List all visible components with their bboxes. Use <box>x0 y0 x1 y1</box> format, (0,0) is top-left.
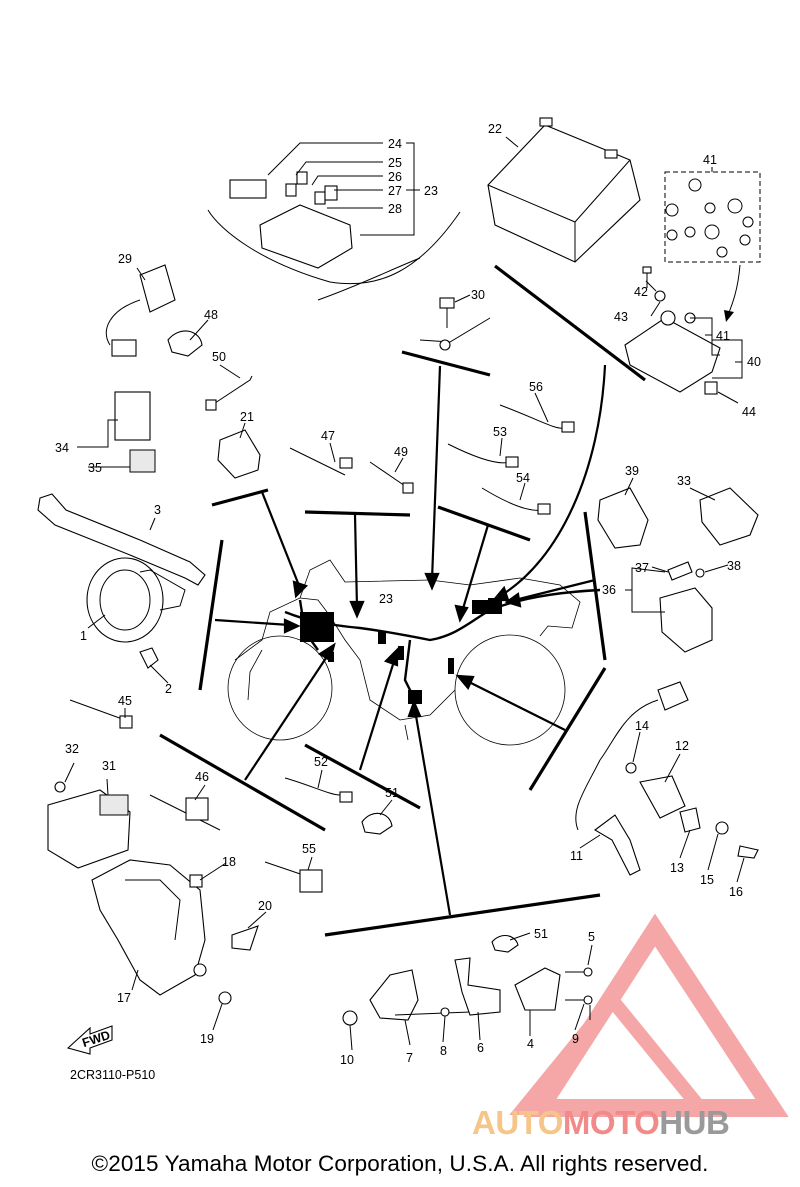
callout-35: 35 <box>88 461 102 475</box>
watermark-brand-moto: MOTO <box>562 1104 660 1141</box>
callout-34: 34 <box>55 441 69 455</box>
callout-29: 29 <box>118 252 132 266</box>
callout-17: 17 <box>117 991 131 1005</box>
callout-42: 42 <box>634 285 648 299</box>
callout-32: 32 <box>65 742 79 756</box>
callout-19: 19 <box>200 1032 214 1046</box>
callout-36: 36 <box>602 583 616 597</box>
callout-47: 47 <box>321 429 335 443</box>
callout-15: 15 <box>700 873 714 887</box>
callout-25: 25 <box>388 156 402 170</box>
pointer-arrows <box>214 364 607 916</box>
callout-37: 37 <box>635 561 649 575</box>
watermark-logo <box>509 913 789 1117</box>
callout-53: 53 <box>493 425 507 439</box>
callout-51a: 51 <box>385 786 399 800</box>
callout-41a: 41 <box>703 153 717 167</box>
callout-21: 21 <box>240 410 254 424</box>
callout-7: 7 <box>406 1051 413 1065</box>
callout-28: 28 <box>388 202 402 216</box>
callout-56: 56 <box>529 380 543 394</box>
callout-16: 16 <box>729 885 743 899</box>
callout-52: 52 <box>314 755 328 769</box>
callout-1: 1 <box>80 629 87 643</box>
callout-30: 30 <box>471 288 485 302</box>
callout-20: 20 <box>258 899 272 913</box>
callout-3: 3 <box>154 503 161 517</box>
callout-40: 40 <box>747 355 761 369</box>
callout-11: 11 <box>570 849 583 863</box>
main-harness <box>284 588 601 704</box>
callout-13: 13 <box>670 861 684 875</box>
group-brackets <box>159 264 646 937</box>
callout-43: 43 <box>614 310 628 324</box>
callout-4: 4 <box>527 1037 534 1051</box>
callout-50: 50 <box>212 350 226 364</box>
callout-labels: 1 2 3 4 5 6 7 8 9 10 11 12 13 14 15 16 1… <box>55 122 761 1067</box>
callout-23b: 23 <box>379 592 393 606</box>
callout-44: 44 <box>742 405 756 419</box>
callout-45: 45 <box>118 694 132 708</box>
watermark-brand: AUTOMOTOHUB <box>472 1104 730 1142</box>
callout-6: 6 <box>477 1041 484 1055</box>
callout-14: 14 <box>635 719 649 733</box>
copyright-notice: ©2015 Yamaha Motor Corporation, U.S.A. A… <box>91 1151 709 1176</box>
callout-12: 12 <box>675 739 689 753</box>
callout-39: 39 <box>625 464 639 478</box>
callout-26: 26 <box>388 170 402 184</box>
callout-24: 24 <box>388 137 402 151</box>
callout-10: 10 <box>340 1053 354 1067</box>
watermark-brand-hub: HUB <box>659 1104 730 1141</box>
part-code: 2CR3110-P510 <box>70 1068 156 1082</box>
fwd-label: FWD <box>81 1028 112 1050</box>
callout-49: 49 <box>394 445 408 459</box>
callout-33: 33 <box>677 474 691 488</box>
callout-55: 55 <box>302 842 316 856</box>
callout-23a: 23 <box>424 184 438 198</box>
callout-46: 46 <box>195 770 209 784</box>
callout-38: 38 <box>727 559 741 573</box>
callout-5: 5 <box>588 930 595 944</box>
callout-2: 2 <box>165 682 172 696</box>
callout-51b: 51 <box>534 927 548 941</box>
callout-22: 22 <box>488 122 502 136</box>
callout-18: 18 <box>222 855 236 869</box>
callout-27: 27 <box>388 184 402 198</box>
callout-41b: 41 <box>716 329 730 343</box>
callout-8: 8 <box>440 1044 447 1058</box>
callout-31: 31 <box>102 759 116 773</box>
leader-lines <box>64 136 745 1051</box>
callout-48: 48 <box>204 308 218 322</box>
callout-9: 9 <box>572 1032 579 1046</box>
parts <box>37 117 761 1055</box>
callout-54: 54 <box>516 471 530 485</box>
watermark-brand-auto: AUTO <box>472 1104 563 1141</box>
